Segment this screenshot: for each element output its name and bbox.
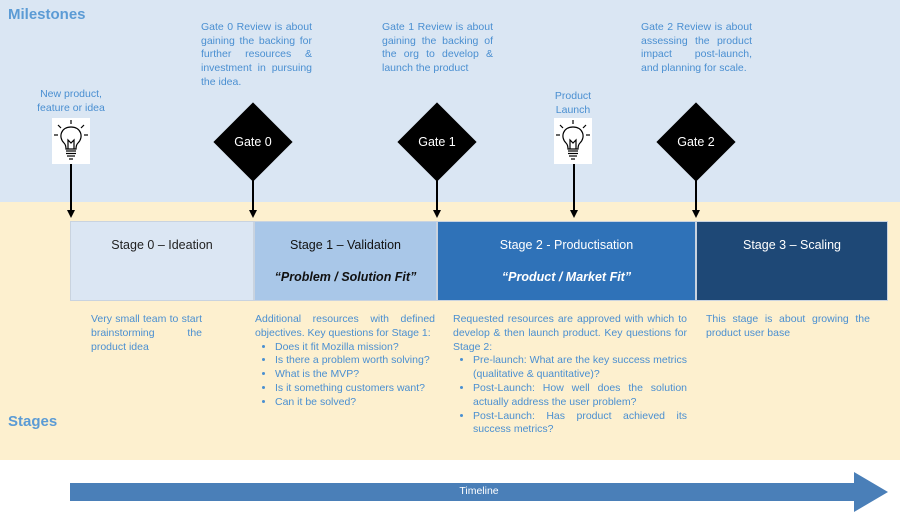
stage-2-description: Requested resources are approved with wh… [453, 313, 687, 437]
timeline-arrow: Timeline [70, 472, 888, 512]
stage-1-description: Additional resources with defined object… [255, 313, 435, 410]
list-item: Can it be solved? [275, 396, 435, 410]
stage-1-questions: Does it fit Mozilla mission? Is there a … [255, 341, 435, 410]
milestones-title: Milestones [8, 6, 86, 23]
gate-1-diamond: Gate 1 [397, 102, 477, 182]
new-product-note: New product, feature or idea [37, 88, 105, 114]
gate2-review-note: Gate 2 Review is about assessing the pro… [641, 21, 752, 75]
stages-title: Stages [8, 413, 58, 430]
gate0-review-note: Gate 0 Review is about gaining the backi… [201, 21, 312, 88]
list-item: What is the MVP? [275, 368, 435, 382]
arrow-down-icon [433, 210, 441, 218]
stage-label: Stage 1 – Validation [290, 238, 401, 252]
gate-2-diamond: Gate 2 [656, 102, 736, 182]
stage-2-questions: Pre-launch: What are the key success met… [453, 354, 687, 437]
gate-0-diamond: Gate 0 [213, 102, 293, 182]
stage-label: Stage 3 – Scaling [743, 238, 841, 252]
stage-2-intro: Requested resources are approved with wh… [453, 313, 687, 353]
milestone-connector [70, 164, 72, 211]
list-item: Does it fit Mozilla mission? [275, 341, 435, 355]
lightbulb-icon [554, 118, 592, 164]
lightbulb-icon [52, 118, 90, 164]
stage-label: Stage 0 – Ideation [111, 238, 213, 252]
stage-0-box: Stage 0 – Ideation [70, 221, 254, 301]
stage-2-box: Stage 2 - Productisation “Product / Mark… [437, 221, 696, 301]
stage-subtitle: “Product / Market Fit” [501, 270, 632, 284]
stage-label: Stage 2 - Productisation [499, 238, 634, 252]
list-item: Is it something customers want? [275, 382, 435, 396]
list-item: Pre-launch: What are the key success met… [473, 354, 687, 382]
milestone-connector [573, 164, 575, 211]
stage-0-description: Very small team to start brainstorming t… [91, 313, 202, 353]
stage-3-box: Stage 3 – Scaling [696, 221, 888, 301]
gate-label: Gate 2 [677, 135, 715, 149]
arrow-down-icon [570, 210, 578, 218]
timeline-label: Timeline [459, 485, 499, 497]
stage-1-intro: Additional resources with defined object… [255, 313, 435, 339]
gate-label: Gate 0 [234, 135, 272, 149]
list-item: Post-Launch: How well does the solution … [473, 382, 687, 410]
arrow-down-icon [67, 210, 75, 218]
arrow-down-icon [249, 210, 257, 218]
list-item: Is there a problem worth solving? [275, 354, 435, 368]
list-item: Post-Launch: Has product achieved its su… [473, 410, 687, 438]
milestone-connector [252, 178, 254, 211]
stage-subtitle: “Problem / Solution Fit” [274, 270, 417, 284]
stage-3-description: This stage is about growing the product … [706, 313, 870, 339]
stage-1-box: Stage 1 – Validation “Problem / Solution… [254, 221, 437, 301]
gate-label: Gate 1 [418, 135, 456, 149]
gate1-review-note: Gate 1 Review is about gaining the backi… [382, 21, 493, 75]
arrow-down-icon [692, 210, 700, 218]
milestone-connector [436, 178, 438, 211]
product-launch-note: Product Launch [554, 90, 592, 116]
milestone-connector [695, 178, 697, 211]
